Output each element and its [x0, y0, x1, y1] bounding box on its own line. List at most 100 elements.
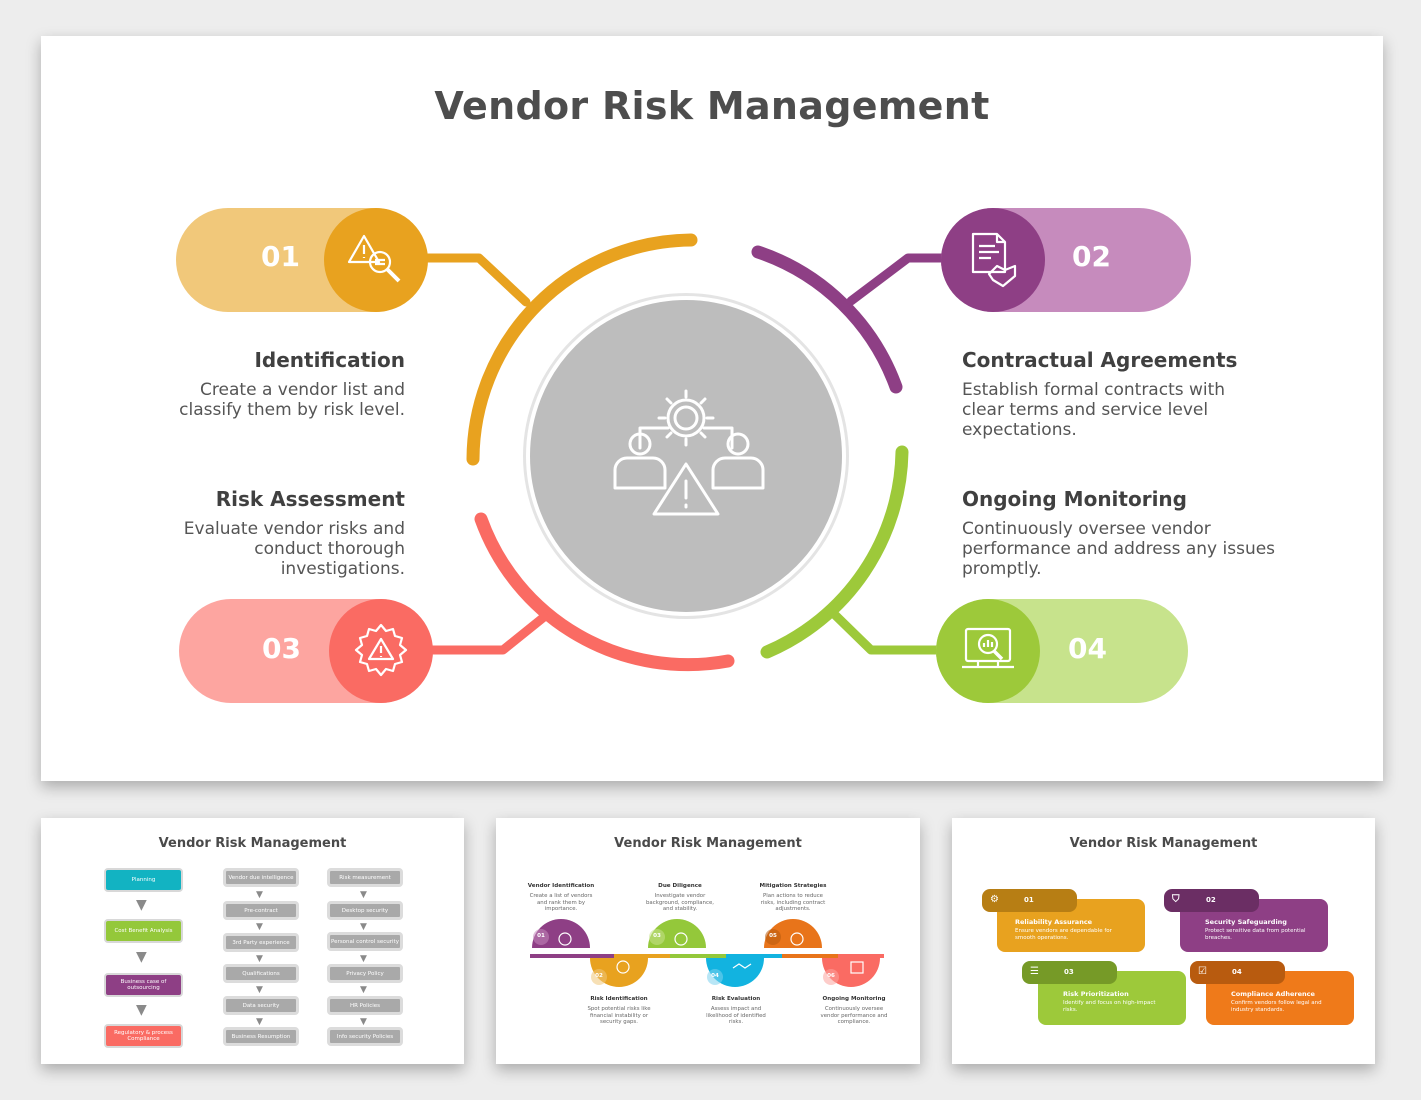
step-03-heading: Risk Assessment — [215, 487, 405, 511]
step-04-number: 04 — [1068, 632, 1107, 665]
list-icon: ☰ — [1030, 966, 1039, 977]
thumb2-top-text: Plan actions to reduce risks, including … — [760, 893, 826, 912]
thumb1-col3-box: Personal control security — [327, 932, 403, 951]
thumb2-top-text: Investigate vendor background, complianc… — [646, 893, 714, 912]
monitor-analysis-icon — [962, 627, 1014, 669]
thumb2-top-heading: Due Diligence — [658, 883, 702, 889]
thumb1-col2-box: Data security — [223, 996, 299, 1015]
thumb1-col1-box: Planning — [104, 868, 183, 892]
center-circle — [526, 296, 846, 616]
step-04-circle — [936, 599, 1040, 703]
thumb1-col2-box: Vendor due intelligence — [223, 868, 299, 887]
thumb3-card-heading: Risk Prioritization — [1063, 990, 1129, 998]
down-arrow-icon: ▼ — [136, 949, 147, 965]
thumb1-col1-box: Business case of outsourcing — [104, 973, 183, 997]
thumb2-num: 05 — [769, 933, 777, 939]
down-arrow-icon: ▼ — [360, 985, 367, 995]
thumbnail-slide-1[interactable]: Vendor Risk Management Planning ▼ Cost B… — [41, 818, 464, 1064]
checklist-icon: ☑ — [1198, 966, 1207, 977]
connector-01 — [416, 253, 531, 307]
thumb2-top-heading: Mitigation Strategies — [759, 883, 827, 889]
thumbnail-slide-2[interactable]: Vendor Risk Management 01 02 03 04 05 06… — [496, 818, 920, 1064]
shield-icon: ⛉ — [1172, 894, 1180, 905]
thumb3-card-heading: Security Safeguarding — [1205, 918, 1287, 926]
thumb1-col3-box: HR Policies — [327, 996, 403, 1015]
thumb1-col1-box: Cost Benefit Analysis — [104, 919, 183, 943]
thumb2-bottom-text: Assess impact and likelihood of identifi… — [706, 1006, 766, 1025]
step-03-circle — [329, 599, 433, 703]
thumb2-bottom-heading: Risk Identification — [590, 996, 648, 1002]
thumb3-title: Vendor Risk Management — [1069, 836, 1258, 851]
thumb2-num: 01 — [537, 933, 545, 939]
step-01-circle — [324, 208, 428, 312]
thumb2-bottom-heading: Ongoing Monitoring — [822, 996, 886, 1002]
arc-04 — [760, 445, 909, 659]
arc-03 — [474, 512, 735, 672]
thumb1-col3-box: Desktop security — [327, 901, 403, 920]
down-arrow-icon: ▼ — [360, 922, 367, 932]
thumb1-col3-box: Info security Policies — [327, 1027, 403, 1046]
step-02-circle — [941, 208, 1045, 312]
connector-04 — [826, 606, 946, 655]
down-arrow-icon: ▼ — [256, 954, 263, 964]
down-arrow-icon: ▼ — [256, 1017, 263, 1027]
thumb2-bottom-text: Spot potential risks like financial inst… — [587, 1006, 651, 1025]
thumb1-col2-box: Business Resumption — [223, 1027, 299, 1046]
thumb2-num: 04 — [711, 973, 719, 979]
main-slide: Vendor Risk Management — [41, 36, 1383, 781]
connector-02 — [846, 253, 949, 306]
thumb1-col2-box: Pre-contract — [223, 901, 299, 920]
step-03-number: 03 — [262, 632, 301, 665]
thumb3-tab-01: ⚙ 01 — [982, 889, 1077, 912]
thumb3-card-text: Confirm vendors follow legal and industr… — [1231, 1000, 1322, 1013]
down-arrow-icon: ▼ — [136, 897, 147, 913]
down-arrow-icon: ▼ — [360, 890, 367, 900]
thumb1-title: Vendor Risk Management — [158, 836, 347, 851]
down-arrow-icon: ▼ — [256, 922, 263, 932]
thumb3-card-heading: Reliability Assurance — [1015, 918, 1093, 926]
thumb2-timeline — [530, 919, 884, 987]
cycle-diagram — [416, 233, 949, 672]
thumb2-num: 03 — [653, 933, 661, 939]
thumb1-col1-box: Regulatory & process Compliance — [104, 1024, 183, 1048]
thumb1-col2-box: 3rd Party experience — [223, 933, 299, 952]
step-02-heading: Contractual Agreements — [962, 348, 1238, 372]
down-arrow-icon: ▼ — [256, 890, 263, 900]
thumb3-card-heading: Compliance Adherence — [1231, 990, 1315, 998]
thumb3-card-text: Identify and focus on high-impact risks. — [1063, 1000, 1156, 1013]
thumb3-tab-02: ⛉ 02 — [1164, 889, 1259, 912]
step-04-heading: Ongoing Monitoring — [962, 487, 1187, 511]
step-01-number: 01 — [261, 240, 300, 273]
thumb1-col3-box: Risk measurement — [327, 868, 403, 887]
thumbnail-slide-3[interactable]: Vendor Risk Management Reliability Assur… — [952, 818, 1375, 1064]
gear-warning-icon — [354, 623, 408, 677]
step-02-number: 02 — [1072, 240, 1111, 273]
thumb1-col2-box: Qualifications — [223, 964, 299, 983]
contract-handshake-icon — [971, 232, 1017, 288]
thumb2-num: 06 — [827, 973, 835, 979]
thumb2-num: 02 — [595, 973, 603, 979]
vendor-risk-icon — [613, 389, 765, 516]
arc-01 — [466, 233, 698, 466]
thumb2-bottom-heading: Risk Evaluation — [711, 996, 761, 1002]
risk-search-icon — [347, 234, 401, 283]
thumb3-tab-03: ☰ 03 — [1022, 961, 1117, 984]
thumb3-card-text: Protect sensitive data from potential br… — [1205, 928, 1306, 941]
down-arrow-icon: ▼ — [256, 985, 263, 995]
thumb2-top-text: Create a list of vendors and rank them b… — [529, 893, 593, 912]
connector-03 — [421, 612, 549, 655]
step-01-heading: Identification — [254, 348, 405, 372]
thumb3-tab-04: ☑ 04 — [1190, 961, 1285, 984]
gear-icon: ⚙ — [990, 894, 999, 905]
arc-02 — [751, 245, 903, 394]
thumb2-bottom-text: Continuously oversee vendor performance … — [820, 1006, 888, 1025]
thumb2-top-heading: Vendor Identification — [527, 883, 595, 889]
thumb2-title: Vendor Risk Management — [614, 836, 802, 851]
down-arrow-icon: ▼ — [360, 1017, 367, 1027]
thumb3-card-text: Ensure vendors are dependable for smooth… — [1015, 928, 1112, 941]
main-title: Vendor Risk Management — [434, 84, 990, 128]
